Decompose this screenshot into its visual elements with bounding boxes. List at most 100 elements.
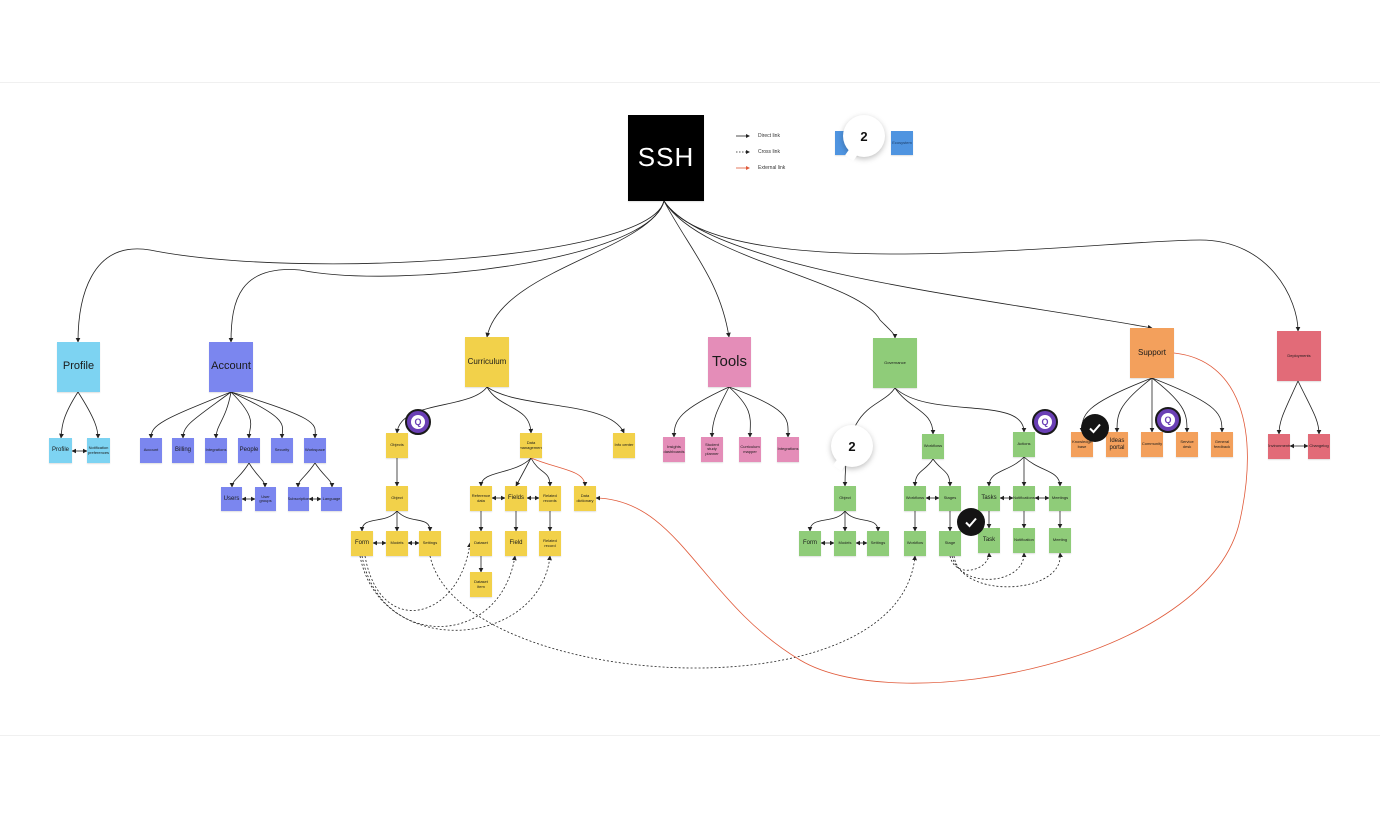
direct-link-connector [248,462,268,488]
direct-link-connector [709,386,730,438]
node-service-desk[interactable]: Service desk [1176,432,1198,457]
direct-link-connector [1023,456,1063,487]
comment-avatar-icon[interactable]: Q [1032,409,1058,435]
node-form[interactable]: Form [351,531,373,556]
node-notifications[interactable]: Notifications [1013,486,1035,511]
direct-link-connector [396,510,433,532]
node-data-dictionary[interactable]: Data dictionary [574,486,596,511]
node-meetings[interactable]: Meetings [1049,486,1071,511]
node-student-planner[interactable]: Student study planner [701,437,723,462]
direct-link-connector [932,458,953,487]
node-actions[interactable]: Actions [1013,432,1035,457]
node-people-users[interactable]: Users [221,487,242,511]
node-account-integrations[interactable]: Integrations [205,438,227,463]
node-stages[interactable]: Stages [939,486,961,511]
node-account-people[interactable]: People [238,438,260,463]
node-workspace-subscription[interactable]: Subscription [288,487,309,511]
node-general-feedback[interactable]: General feedback [1211,432,1233,457]
node-profile-preferences[interactable]: Notification preferences [87,438,110,463]
legend-card-right[interactable]: Ecosystem [891,131,913,155]
direct-link-connector [894,387,936,435]
node-related-records[interactable]: Related records [539,486,561,511]
node-people-groups[interactable]: User groups [255,487,276,511]
node-task[interactable]: Task [978,528,1000,553]
direct-link-connector [77,391,101,439]
node-profile[interactable]: Profile [57,342,100,392]
node-g-settings[interactable]: Settings [867,531,889,556]
node-workflows-list[interactable]: Workflows [904,486,926,511]
node-deployments-environments[interactable]: Environments [1268,434,1290,459]
node-stage[interactable]: Stage [939,531,961,556]
node-notification[interactable]: Notification [1013,528,1035,553]
node-curriculum-mapper[interactable]: Curriculum mapper [739,437,761,462]
node-account-workspace[interactable]: Workspace [304,438,326,463]
node-account-billing[interactable]: Billing [172,438,194,463]
root-node[interactable]: SSH [628,115,704,201]
node-deployments-changelog[interactable]: Changelog [1308,434,1330,459]
node-tools[interactable]: Tools [708,337,751,387]
node-curriculum[interactable]: Curriculum [465,337,509,387]
direct-link-connector [894,387,1027,433]
node-g-models[interactable]: Models [834,531,856,556]
node-ideas-portal[interactable]: Ideas portal [1106,432,1128,457]
node-related-record[interactable]: Related record [539,531,561,556]
direct-link-connector [1276,380,1299,435]
node-data-management[interactable]: Data management [520,433,542,458]
cross-link-connector [359,555,552,631]
node-object[interactable]: Object [386,486,408,511]
direct-link-connector [478,457,532,487]
node-community[interactable]: Community [1141,432,1163,457]
resolved-check-icon[interactable] [957,508,985,536]
node-meeting[interactable]: Meeting [1049,528,1071,553]
node-g-object[interactable]: Object [834,486,856,511]
avatar-q-glyph: Q [411,415,425,429]
direct-link-connector [295,462,316,488]
resolved-check-icon[interactable] [1081,414,1109,442]
node-reference-data[interactable]: Reference data [470,486,492,511]
node-account-account[interactable]: Account [140,438,162,463]
comment-count-bubble-legend[interactable]: 2 [843,115,885,157]
node-tasks[interactable]: Tasks [978,486,1000,511]
direct-link-connector [75,200,665,343]
node-workspace-language[interactable]: Language [321,487,342,511]
direct-link-connector [359,510,398,532]
node-models[interactable]: Models [386,531,408,556]
cross-link-connector [953,552,1063,588]
node-g-form[interactable]: Form [799,531,821,556]
direct-link-connector [180,391,232,439]
node-account[interactable]: Account [209,342,253,392]
direct-link-connector [671,386,730,438]
node-insights[interactable]: Insights dashboards [663,437,685,462]
legend-external-label: External link [758,165,786,171]
external-link-connector [595,352,1248,684]
avatar-q-glyph: Q [1161,413,1175,427]
node-field[interactable]: Field [505,531,527,556]
direct-link-connector [663,200,898,339]
node-dataset[interactable]: Dataset [470,531,492,556]
node-account-security[interactable]: Security [271,438,293,463]
direct-link-connector [844,510,881,532]
node-dataset-item[interactable]: Dataset item [470,572,492,597]
comment-avatar-icon[interactable]: Q [405,409,431,435]
direct-link-connector [663,200,1301,332]
node-g-workflow[interactable]: Workflow [904,531,926,556]
node-tools-integrations[interactable]: Integrations [777,437,799,462]
node-governance[interactable]: Governance [873,338,917,388]
direct-link-connector [663,200,731,338]
node-profile-profile[interactable]: Profile [49,438,72,463]
legend-cross-label: Cross link [758,149,780,155]
avatar-q-glyph: Q [1038,415,1052,429]
node-info-center[interactable]: Info center [613,433,635,458]
comment-count-bubble-governance[interactable]: 2 [831,425,873,467]
node-deployments[interactable]: Deployments [1277,331,1321,381]
node-support[interactable]: Support [1130,328,1174,378]
direct-link-connector [230,391,285,439]
comment-avatar-icon[interactable]: Q [1155,407,1181,433]
direct-link-connector [230,391,318,439]
node-settings[interactable]: Settings [419,531,441,556]
node-objects[interactable]: Objects [386,433,408,458]
direct-link-connector [486,386,625,434]
node-fields[interactable]: Fields [505,486,527,511]
direct-link-line-icon [736,134,750,138]
node-workflows[interactable]: Workflows [922,434,944,459]
